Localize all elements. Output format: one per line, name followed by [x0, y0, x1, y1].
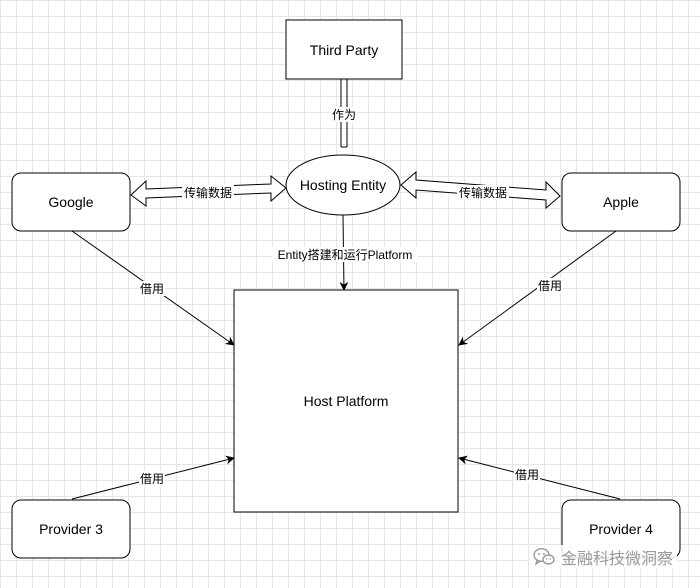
svg-text:借用: 借用: [140, 282, 164, 296]
svg-text:Entity搭建和运行Platform: Entity搭建和运行Platform: [278, 248, 413, 262]
svg-text:传输数据: 传输数据: [184, 185, 232, 200]
node-apple[interactable]: Apple: [561, 172, 681, 232]
node-provider4[interactable]: Provider 4: [561, 499, 681, 559]
watermark-text: 金融科技微洞察: [561, 549, 674, 568]
google-label: Google: [48, 194, 93, 210]
svg-text:借用: 借用: [515, 468, 539, 482]
host-platform-label: Host Platform: [304, 393, 389, 409]
svg-text:传输数据: 传输数据: [459, 185, 507, 200]
edge-label-borrow-apple: 借用: [537, 278, 563, 293]
edge-label-borrow-google: 借用: [139, 281, 165, 296]
node-host-platform[interactable]: Host Platform: [233, 289, 459, 513]
svg-text:作为: 作为: [332, 108, 356, 122]
edge-label-acts-as: 作为: [331, 107, 357, 122]
node-hosting-entity[interactable]: Hosting Entity: [285, 154, 401, 216]
svg-text:借用: 借用: [538, 279, 562, 293]
edge-label-borrow-provider3: 借用: [139, 471, 165, 486]
edge-label-build-run: Entity搭建和运行Platform: [272, 247, 418, 262]
node-provider3[interactable]: Provider 3: [11, 499, 131, 559]
edge-label-transfer-right: 传输数据: [457, 185, 509, 200]
edge-label-borrow-provider4: 借用: [514, 467, 540, 482]
svg-text:借用: 借用: [140, 472, 164, 486]
provider4-label: Provider 4: [589, 521, 653, 537]
hosting-entity-label: Hosting Entity: [300, 177, 386, 193]
wechat-icon: [533, 547, 555, 566]
node-google[interactable]: Google: [11, 172, 131, 232]
apple-label: Apple: [603, 194, 639, 210]
provider3-label: Provider 3: [39, 521, 103, 537]
node-third-party[interactable]: Third Party: [285, 19, 403, 80]
edge-label-transfer-left: 传输数据: [182, 185, 234, 200]
watermark: 金融科技微洞察: [529, 545, 678, 569]
third-party-label: Third Party: [310, 42, 378, 58]
